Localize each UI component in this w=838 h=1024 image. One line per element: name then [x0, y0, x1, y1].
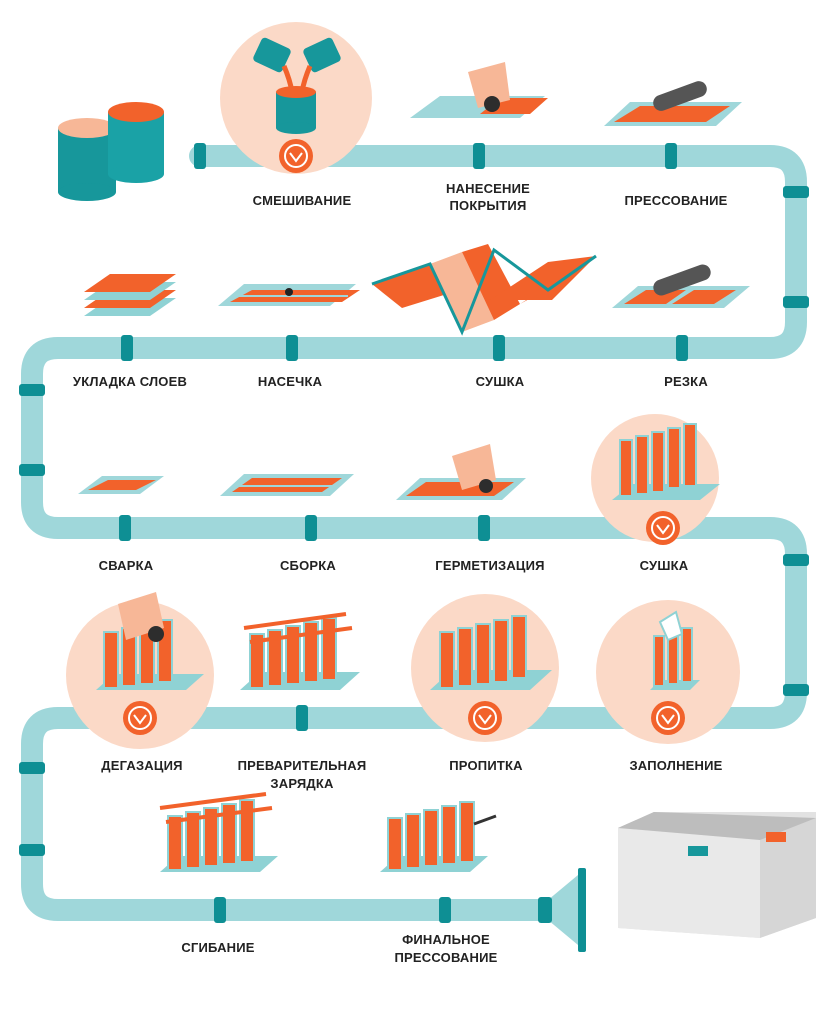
valve-marker-icon: [651, 701, 685, 735]
label-drying-1: СУШКА: [476, 374, 525, 389]
filling-icon: [650, 610, 700, 690]
welding-icon: [78, 476, 164, 494]
label-sealing: ГЕРМЕТИЗАЦИЯ: [435, 558, 544, 573]
label-pressing: ПРЕССОВАНИЕ: [625, 193, 728, 208]
battery-icon: [618, 812, 816, 938]
mixing-icon: [253, 37, 341, 134]
sealing-icon: [396, 444, 526, 500]
final-pressing-icon: [380, 801, 497, 872]
degassing-icon: [96, 592, 204, 690]
pipe-joints: [19, 143, 809, 923]
label-mixing: СМЕШИВАНИЕ: [253, 193, 352, 208]
raw-material-tanks-icon: [58, 102, 164, 201]
folding-icon: [159, 792, 278, 872]
coating-icon: [410, 62, 548, 118]
assembly-icon: [220, 474, 354, 496]
valve-marker-icon: [279, 139, 313, 173]
label-notching: НАСЕЧКА: [258, 374, 323, 389]
valve-marker-icon: [646, 511, 680, 545]
conveyor-pipe: [21, 145, 807, 921]
label-cutting: РЕЗКА: [664, 374, 708, 389]
label-degassing: ДЕГАЗАЦИЯ: [101, 758, 182, 773]
valve-marker-icon: [123, 701, 157, 735]
notching-icon: [218, 284, 360, 306]
pressing-icon: [604, 81, 742, 126]
stacking-icon: [84, 274, 176, 316]
label-assembly: СБОРКА: [280, 558, 336, 573]
impregnation-icon: [430, 615, 552, 690]
cutting-icon: [612, 264, 750, 308]
output-funnel: [538, 868, 586, 952]
label-drying-2: СУШКА: [640, 558, 689, 573]
drying-web-icon: [371, 244, 597, 336]
label-stacking: УКЛАДКА СЛОЕВ: [73, 374, 187, 389]
label-folding: СГИБАНИЕ: [181, 940, 254, 955]
precharge-icon: [240, 612, 360, 690]
valve-marker-icon: [468, 701, 502, 735]
label-welding: СВАРКА: [99, 558, 154, 573]
drying-cell-stack-icon: [612, 423, 720, 500]
label-filling: ЗАПОЛНЕНИЕ: [629, 758, 722, 773]
label-impregnation: ПРОПИТКА: [449, 758, 523, 773]
station-markers: [123, 139, 685, 735]
